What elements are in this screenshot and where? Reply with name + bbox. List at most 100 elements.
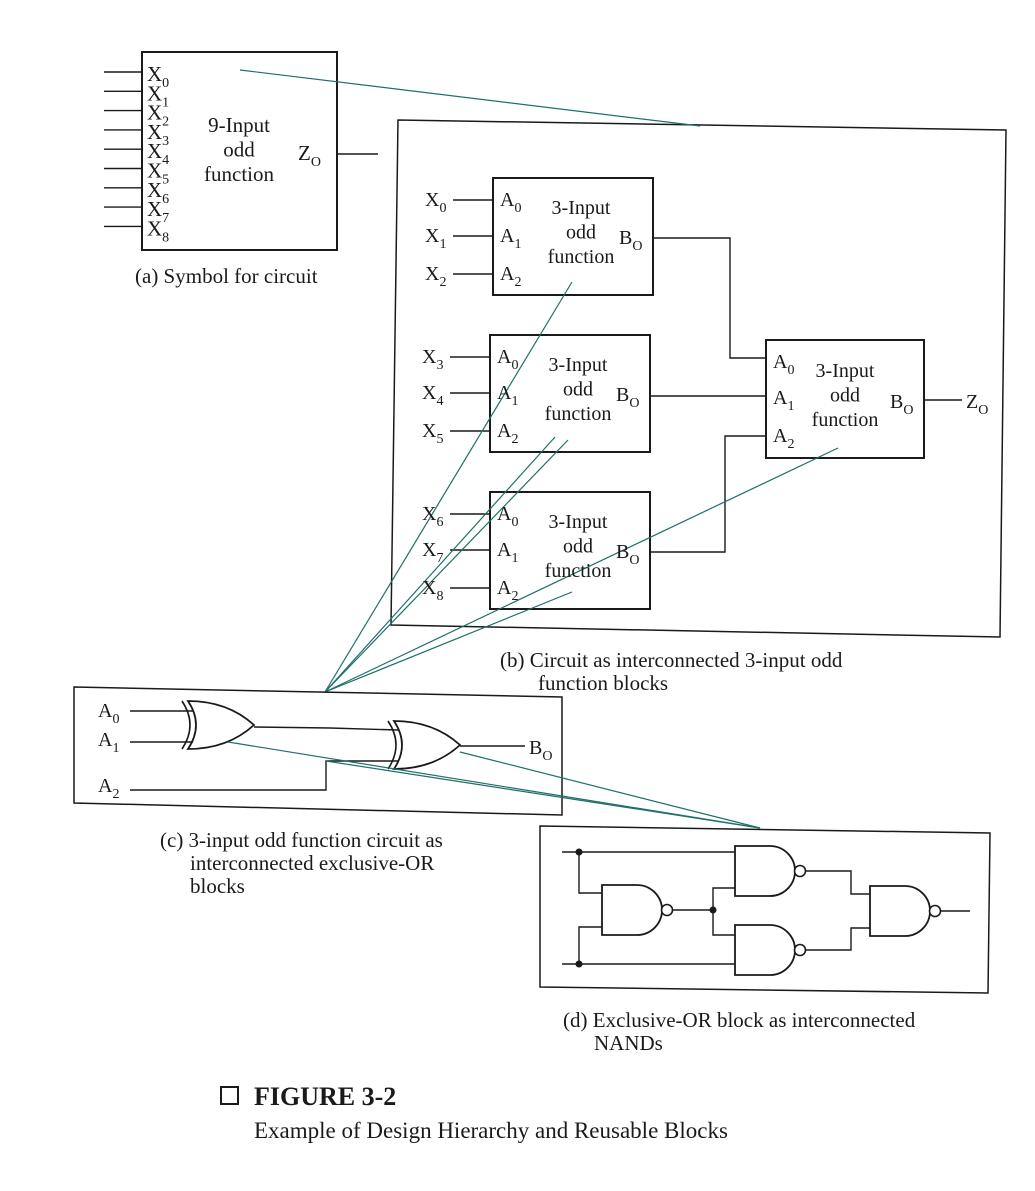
wire-b3-to-final [650, 435, 766, 553]
block-1-pin-label: A2 [500, 263, 521, 290]
block-3-input-label: X7 [422, 539, 443, 566]
block-1-input-label: X0 [425, 189, 446, 216]
symbol-input-label: X1 [147, 81, 169, 110]
caption-a: (a) Symbol for circuit [135, 264, 318, 288]
caption-c-line1: (c) 3-input odd function circuit as [160, 828, 443, 852]
nand-wire [578, 852, 602, 894]
symbol-title-line: odd [223, 138, 255, 162]
block-3-pin-label: A2 [497, 577, 518, 604]
nand-gate-1-body [601, 884, 663, 936]
caption-b-line1: (b) Circuit as interconnected 3-input od… [500, 648, 843, 672]
block-3-input-label: X8 [422, 577, 443, 604]
final-block [765, 339, 925, 459]
final-block-title: 3-Input [816, 360, 875, 382]
nand-gate-2-body [734, 845, 796, 897]
symbol-input-label: X5 [147, 159, 169, 188]
final-block-pin-label: A2 [773, 425, 794, 452]
xor-output-label: BO [529, 737, 552, 764]
leader-line [324, 447, 839, 693]
nand-gate-4-body [869, 885, 931, 937]
nand-gate-2-bubble [793, 864, 807, 878]
block-2-title: 3-Input [549, 354, 608, 376]
block-2-pin-label: A1 [497, 382, 518, 409]
final-block-output-label: BO [890, 391, 913, 418]
caption-c-line3: blocks [190, 874, 245, 898]
xor-gate-1-body [186, 700, 256, 750]
block-1-pin-label: A1 [500, 225, 521, 252]
block-3-title: odd [563, 536, 593, 558]
caption-c-line2: interconnected exclusive-OR [190, 851, 435, 875]
block-1-output-label: BO [619, 227, 642, 254]
block-1-input-label: X1 [425, 225, 446, 252]
block-2-title: odd [563, 379, 593, 401]
block-1-pin-label: A0 [500, 189, 521, 216]
block-3-output-label: BO [616, 541, 639, 568]
final-block-title: function [812, 409, 879, 431]
symbol-title-line: function [204, 162, 274, 186]
figure-marker-icon [220, 1086, 239, 1105]
xor-gate-2-body [392, 720, 462, 770]
block-2-input-label: X3 [422, 346, 443, 373]
leader-line [324, 436, 556, 693]
symbol-input-label: X6 [147, 178, 169, 207]
symbol-input-label: X8 [147, 216, 169, 245]
block-1-title: function [548, 246, 615, 268]
symbol-input-label: X7 [147, 197, 169, 226]
final-block-pin-label: A1 [773, 387, 794, 414]
circuit-frame [390, 119, 1007, 638]
leader-line [324, 591, 573, 693]
final-block-pin-label: A0 [773, 351, 794, 378]
xor-gate-2-back-curve [387, 720, 397, 770]
caption-b-line2: function blocks [538, 671, 669, 695]
symbol-input-label: X0 [147, 62, 169, 91]
xor-input-label: A0 [98, 700, 119, 727]
leader-line [239, 69, 701, 127]
nand-gate-4-bubble [928, 904, 942, 918]
block-2-title: function [545, 403, 612, 425]
xor-frame [73, 686, 563, 816]
block-1-title: 3-Input [552, 197, 611, 219]
leader-line [459, 751, 761, 829]
wiring-layer [73, 51, 1007, 994]
leader-line [324, 439, 569, 693]
nand-gate-3-body [734, 924, 796, 976]
block-1-input-label: X2 [425, 263, 446, 290]
nand-wire [806, 870, 870, 895]
nand-wire [712, 887, 735, 910]
figure-subtitle: Example of Design Hierarchy and Reusable… [254, 1118, 728, 1143]
nand-wire [806, 927, 870, 951]
caption-d-line2: NANDs [594, 1031, 663, 1055]
wire-b1-to-final [653, 237, 766, 359]
xor-input-wire [130, 760, 398, 791]
symbol-input-label: X3 [147, 120, 169, 149]
xor-gate-1-back-curve [181, 700, 191, 750]
block-1-title: odd [566, 222, 596, 244]
block-3-pin-label: A1 [497, 539, 518, 566]
block-2-pin-label: A0 [497, 346, 518, 373]
leader-line [325, 760, 761, 829]
xor-internal-wire [253, 726, 399, 731]
label-layer: X0X1X2X3X4X5X6X7X89-InputoddfunctionZOA0… [98, 62, 988, 802]
leader-line [227, 741, 761, 829]
leader-line [324, 281, 573, 693]
nand-gate-3-bubble [793, 943, 807, 957]
nand-gate-1-bubble [660, 903, 674, 917]
symbol-block [141, 51, 338, 251]
final-output-label: ZO [966, 391, 988, 418]
block-2-input-label: X5 [422, 420, 443, 447]
block-2-input-label: X4 [422, 382, 443, 409]
xor-input-label: A2 [98, 775, 119, 802]
symbol-title-line: 9-Input [208, 113, 270, 137]
figure-title: FIGURE 3-2 [254, 1082, 397, 1111]
block-3-input-label: X6 [422, 503, 443, 530]
symbol-input-label: X4 [147, 139, 169, 168]
nand-frame [539, 825, 991, 994]
nand-wire [578, 926, 602, 964]
block-3-title: function [545, 560, 612, 582]
block-2-output-label: BO [616, 384, 639, 411]
block-3-pin-label: A0 [497, 503, 518, 530]
xor-input-label: A1 [98, 729, 119, 756]
symbol-output-label: ZO [298, 141, 321, 170]
block-3-title: 3-Input [549, 511, 608, 533]
